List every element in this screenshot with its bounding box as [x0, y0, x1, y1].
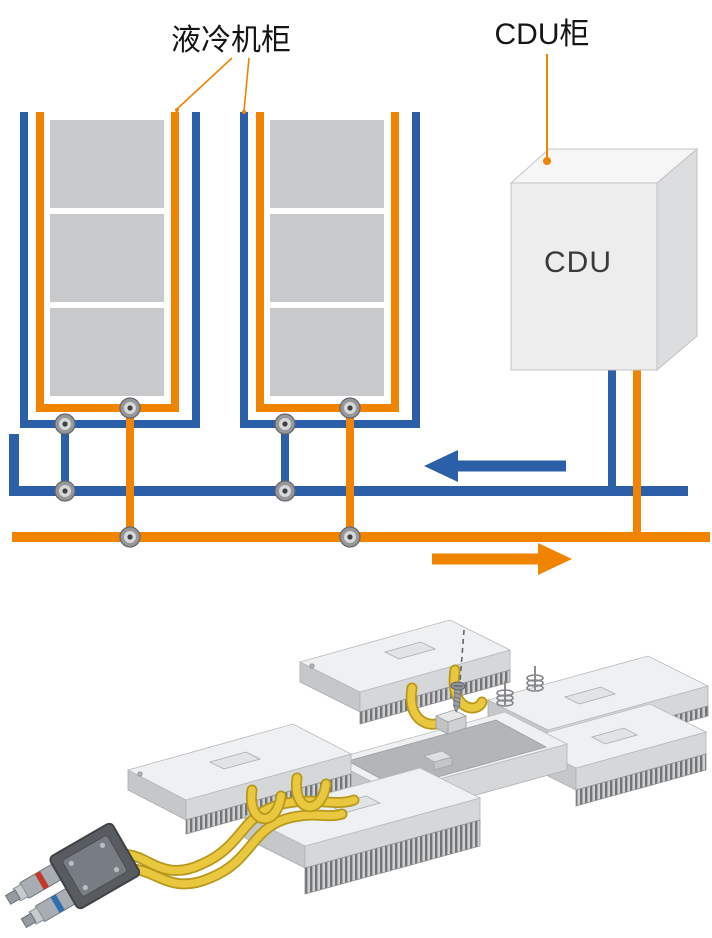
cdu-box-label: CDU — [544, 246, 612, 279]
cold-plate-top-left — [298, 619, 512, 725]
screw-thread — [453, 700, 460, 704]
connector-face — [62, 835, 128, 897]
valve — [54, 413, 76, 435]
cdu-front-face — [510, 182, 658, 371]
tray-block-front — [433, 756, 453, 771]
liquid-cooling-cabinet-1 — [24, 112, 196, 492]
valve — [274, 480, 296, 502]
coupler-blue-band — [50, 894, 65, 913]
spring-coil — [526, 674, 544, 682]
valve — [274, 413, 296, 435]
cold-plate-assembly — [4, 619, 710, 929]
screw-block-left — [435, 715, 449, 735]
coupler-tip — [4, 889, 21, 905]
screw-tip — [452, 705, 461, 713]
spring-coil — [496, 689, 514, 697]
screw-callout — [434, 629, 468, 735]
jumper-tube — [292, 774, 330, 811]
spring-standoff-1 — [496, 681, 514, 707]
plate-fins — [304, 819, 481, 895]
cabinet-pointer-line-1 — [176, 57, 233, 110]
cabinet-callout-label: 液冷机柜 — [171, 24, 291, 57]
cdu-callout-label: CDU柜 — [495, 18, 590, 51]
plate-port-plaque — [383, 641, 437, 660]
valve — [54, 480, 76, 502]
spring-coil — [526, 679, 544, 687]
spring-standoff-2 — [526, 666, 544, 692]
flange-screw — [68, 860, 74, 866]
cdu-pointer-dot — [543, 157, 551, 165]
valve — [339, 397, 361, 419]
main-hose — [104, 810, 346, 888]
cdu-side-face — [656, 147, 698, 372]
flange-screw — [82, 885, 88, 891]
supply-arrow-head — [538, 543, 572, 575]
coupler-tip — [20, 912, 37, 929]
plate-screw — [309, 663, 315, 669]
plate-port-plaque — [563, 686, 617, 705]
valve — [339, 526, 361, 548]
plate-port-plaque — [590, 727, 639, 745]
pointer-dot — [242, 110, 246, 114]
flange-screw — [113, 867, 120, 873]
liquid-cooling-cabinet-2 — [244, 112, 416, 492]
jumper-tube — [247, 786, 285, 823]
quick-connector — [4, 822, 141, 929]
spring-coil — [496, 699, 514, 707]
plate-port-plaque — [208, 751, 262, 770]
screw-slot — [453, 684, 463, 688]
return-manifold — [9, 434, 688, 496]
spring-coil — [496, 694, 514, 702]
coupler-red — [4, 862, 65, 905]
return-arrow-head — [424, 450, 458, 482]
valve — [119, 526, 141, 548]
flange-screw — [99, 842, 106, 848]
coupler-red-band — [34, 871, 49, 890]
pointer-dot — [175, 108, 179, 112]
cdu-box: CDU — [509, 147, 699, 372]
spring-coil — [526, 684, 544, 692]
overhead-piping-diagram: CDU 液冷机柜 CDU柜 — [9, 18, 710, 575]
valve — [119, 397, 141, 419]
plate-fins — [575, 753, 707, 807]
plate-screw — [137, 771, 143, 777]
return-flow-arrow — [424, 450, 566, 482]
coupler-blue — [20, 885, 81, 929]
supply-flow-arrow — [432, 543, 572, 575]
screw — [450, 681, 466, 713]
jumper-tube — [450, 666, 486, 712]
screw-thread — [454, 692, 461, 696]
cabinet-pointer-line-2 — [243, 57, 250, 112]
screw-thread — [454, 696, 461, 700]
